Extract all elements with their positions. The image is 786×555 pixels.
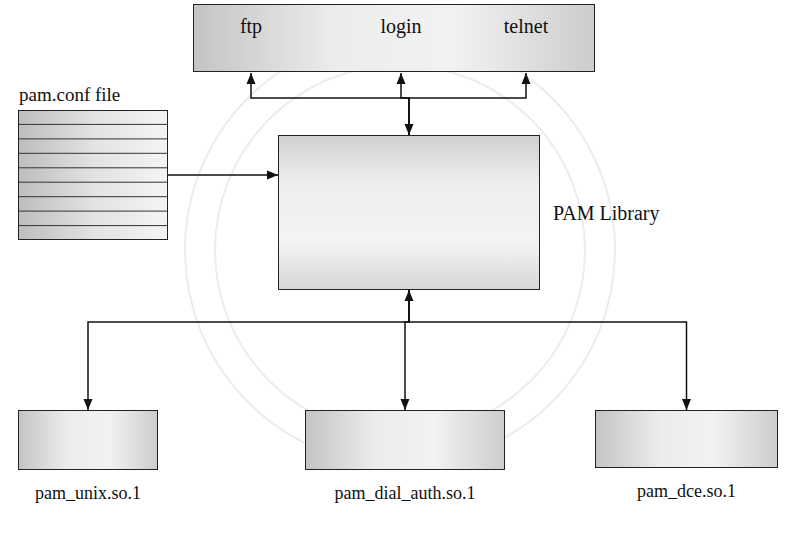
module-box: pam_dce.so.1	[595, 410, 778, 468]
arrow-head	[267, 171, 278, 180]
node-heading: pam_dce.so.1	[637, 481, 736, 502]
connector-arrow	[397, 73, 414, 135]
application-label: login	[361, 5, 441, 73]
connector-arrow	[84, 290, 410, 410]
arrow-head	[522, 73, 531, 84]
arrow-head	[401, 399, 410, 410]
connector-arrow	[247, 73, 410, 135]
arrow-head	[247, 73, 256, 84]
connector-line	[409, 73, 526, 135]
arrow-head	[397, 73, 406, 84]
conf-file-rows	[18, 110, 168, 240]
connector-line	[409, 290, 687, 410]
arrow-head	[682, 399, 691, 410]
connector-line	[251, 73, 409, 135]
node-heading: pam_unix.so.1	[35, 483, 141, 504]
arrow-head	[84, 399, 93, 410]
module-box: pam_dial_auth.so.1	[305, 410, 505, 470]
connector-arrow	[401, 290, 414, 410]
node-heading: pam_dial_auth.so.1	[335, 483, 476, 504]
conf-file-fill	[18, 110, 168, 240]
connector-arrow	[168, 171, 278, 180]
node-heading: pam.conf file	[19, 84, 120, 106]
node-label: ftp	[240, 15, 262, 38]
library-box: PAM Library	[278, 135, 540, 290]
connector-line	[168, 174, 278, 176]
config-file-box: pam.conf file	[18, 110, 168, 240]
application-label: ftp	[211, 5, 291, 73]
application-box: ftp login telnet	[193, 4, 595, 72]
node-label: login	[380, 15, 421, 38]
connector-arrow	[409, 290, 691, 410]
connector-arrow	[409, 73, 531, 135]
node-label: telnet	[504, 15, 548, 38]
module-box: pam_unix.so.1	[18, 410, 158, 470]
conf-row-lines	[18, 124, 168, 225]
connector-line	[88, 290, 409, 410]
application-label: telnet	[486, 5, 566, 73]
watermark-seal	[185, 35, 615, 465]
node-heading: PAM Library	[553, 201, 659, 224]
